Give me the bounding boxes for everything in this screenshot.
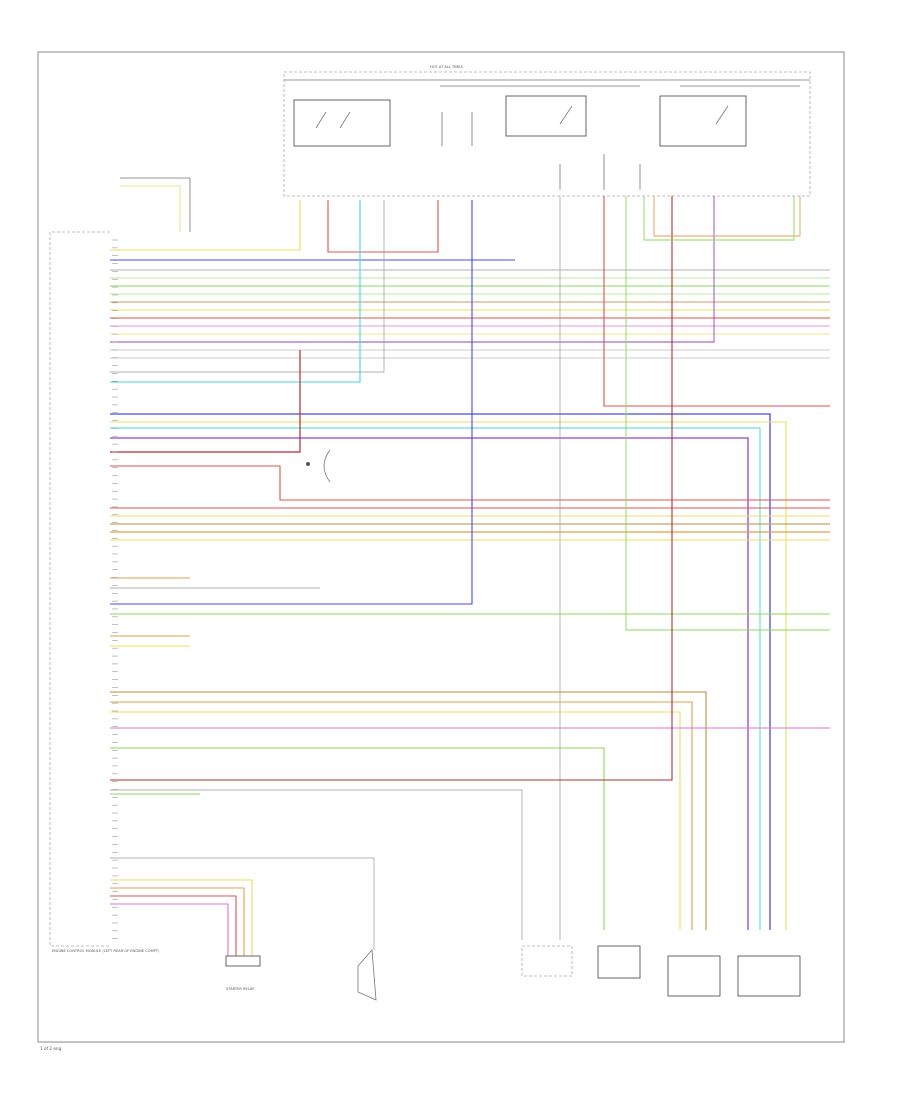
wire-purple-1 bbox=[110, 196, 715, 343]
relay-box-3 bbox=[659, 95, 747, 147]
wire-gray-7 bbox=[110, 789, 523, 940]
wire-blue-2 bbox=[110, 413, 771, 930]
wire-gray-4 bbox=[110, 200, 385, 373]
relay-1-switch bbox=[315, 111, 327, 129]
ecm-pin-column bbox=[112, 239, 118, 939]
sensor-symbol bbox=[357, 949, 377, 1001]
component-box-3 bbox=[667, 955, 721, 997]
wire-cyan-2 bbox=[110, 427, 761, 930]
wire-pink-3 bbox=[110, 903, 229, 956]
wire-blue-3 bbox=[110, 200, 473, 605]
wire-tan-3 bbox=[110, 691, 707, 930]
wire-red-5 bbox=[110, 196, 673, 781]
starter-relay-connector bbox=[225, 955, 261, 967]
wire-cyan-1 bbox=[110, 200, 361, 383]
component-box-1 bbox=[521, 945, 573, 977]
wire-green-drop bbox=[643, 196, 795, 241]
wire-group bbox=[110, 185, 830, 956]
wire-green-5 bbox=[110, 747, 605, 930]
component-box-4 bbox=[737, 955, 801, 997]
diagram-frame bbox=[37, 51, 845, 1043]
wire-yellow-3 bbox=[110, 421, 787, 930]
splice-point bbox=[306, 462, 310, 466]
wire-red-6 bbox=[110, 895, 237, 956]
wire-orange-4 bbox=[110, 701, 693, 930]
starter-label: STARTER RELAY bbox=[226, 987, 255, 991]
wire-red-top bbox=[327, 200, 439, 253]
relay-2-switch bbox=[559, 105, 573, 125]
component-box-2 bbox=[597, 945, 641, 979]
wire-orange-drop bbox=[653, 196, 801, 237]
wire-orange-5 bbox=[110, 887, 245, 956]
wire-yellow-left bbox=[120, 185, 181, 232]
wire-yellow-top bbox=[110, 200, 301, 251]
ecm-box bbox=[49, 231, 110, 947]
wire-red-3 bbox=[110, 465, 830, 501]
wire-yellow-7 bbox=[110, 711, 681, 930]
wire-darkred-1 bbox=[110, 350, 301, 453]
relay-3-switch bbox=[715, 105, 729, 125]
relay-box-2 bbox=[505, 95, 587, 137]
wire-purple-2 bbox=[110, 437, 749, 930]
wire-red-2 bbox=[603, 196, 830, 407]
fuse-relay-box bbox=[283, 71, 811, 197]
wire-yellow-8 bbox=[110, 879, 253, 956]
relay-1-switch-b bbox=[339, 111, 351, 129]
footer-code: 1 of 2 eng bbox=[40, 1046, 62, 1051]
connector-arc bbox=[323, 449, 331, 483]
wire-gray-8 bbox=[110, 857, 375, 950]
ecm-label: ENGINE CONTROL MODULE (LEFT REAR OF ENGI… bbox=[52, 949, 160, 953]
fuse-box-label: HOT AT ALL TIMES bbox=[430, 65, 464, 69]
wire-green-4 bbox=[625, 196, 830, 631]
relay-box-1 bbox=[293, 99, 391, 147]
